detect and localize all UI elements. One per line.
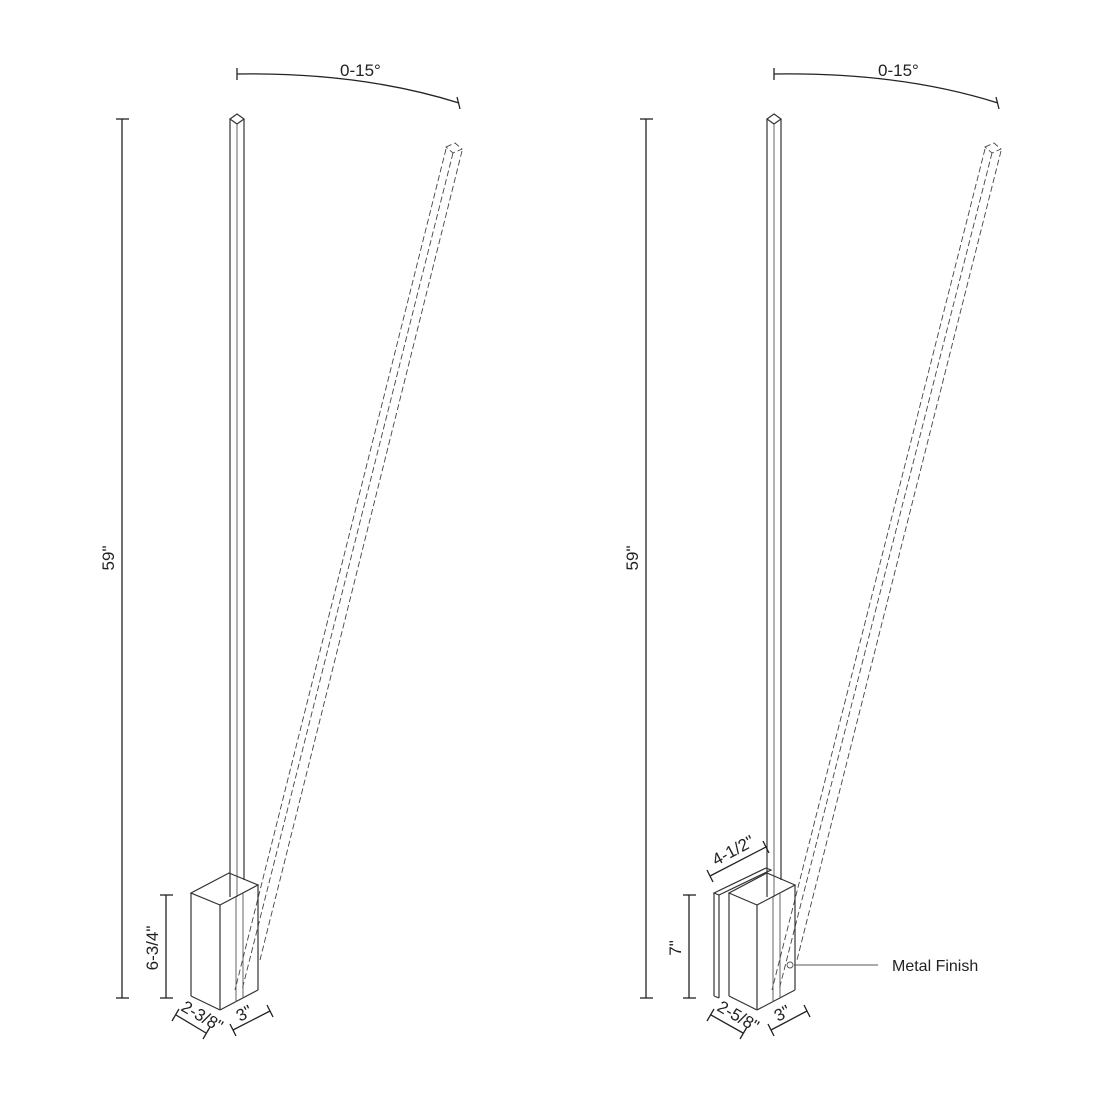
base-width-label: 3" [771, 1001, 794, 1025]
angle-label: 0-15° [878, 61, 919, 80]
plate-width-dimension: 4-1/2" [706, 832, 770, 883]
base-box [727, 872, 797, 1011]
upright-bar [228, 113, 246, 897]
base-height-dimension: 7" [666, 894, 696, 999]
height-dimension: 59" [99, 118, 129, 999]
left-view: 0-15° 59" [99, 61, 463, 1040]
base-height-label: 7" [666, 940, 685, 956]
base-height-dimension: 6-3/4" [143, 894, 173, 999]
base-depth-dimension: 2-5/8" [706, 997, 762, 1040]
tilted-bar [234, 142, 463, 991]
base-height-label: 6-3/4" [143, 926, 162, 971]
metal-finish-callout: Metal Finish [786, 958, 978, 975]
height-dimension: 59" [623, 118, 653, 999]
height-label: 59" [623, 546, 642, 571]
angle-label: 0-15° [340, 61, 381, 80]
angle-dimension: 0-15° [236, 61, 461, 110]
backplate [712, 867, 773, 999]
upright-bar [765, 113, 783, 897]
right-view: 0-15° 59" [623, 61, 1002, 1040]
height-label: 59" [99, 546, 118, 571]
base-width-dimension: 3" [229, 1001, 274, 1037]
angle-dimension: 0-15° [773, 61, 1000, 110]
base-depth-dimension: 2-3/8" [171, 997, 226, 1040]
callout-label: Metal Finish [892, 958, 978, 975]
tilted-bar [771, 142, 1002, 991]
base-width-label: 3" [233, 1001, 256, 1025]
base-width-dimension: 3" [767, 1001, 811, 1037]
base-box [189, 872, 260, 1011]
